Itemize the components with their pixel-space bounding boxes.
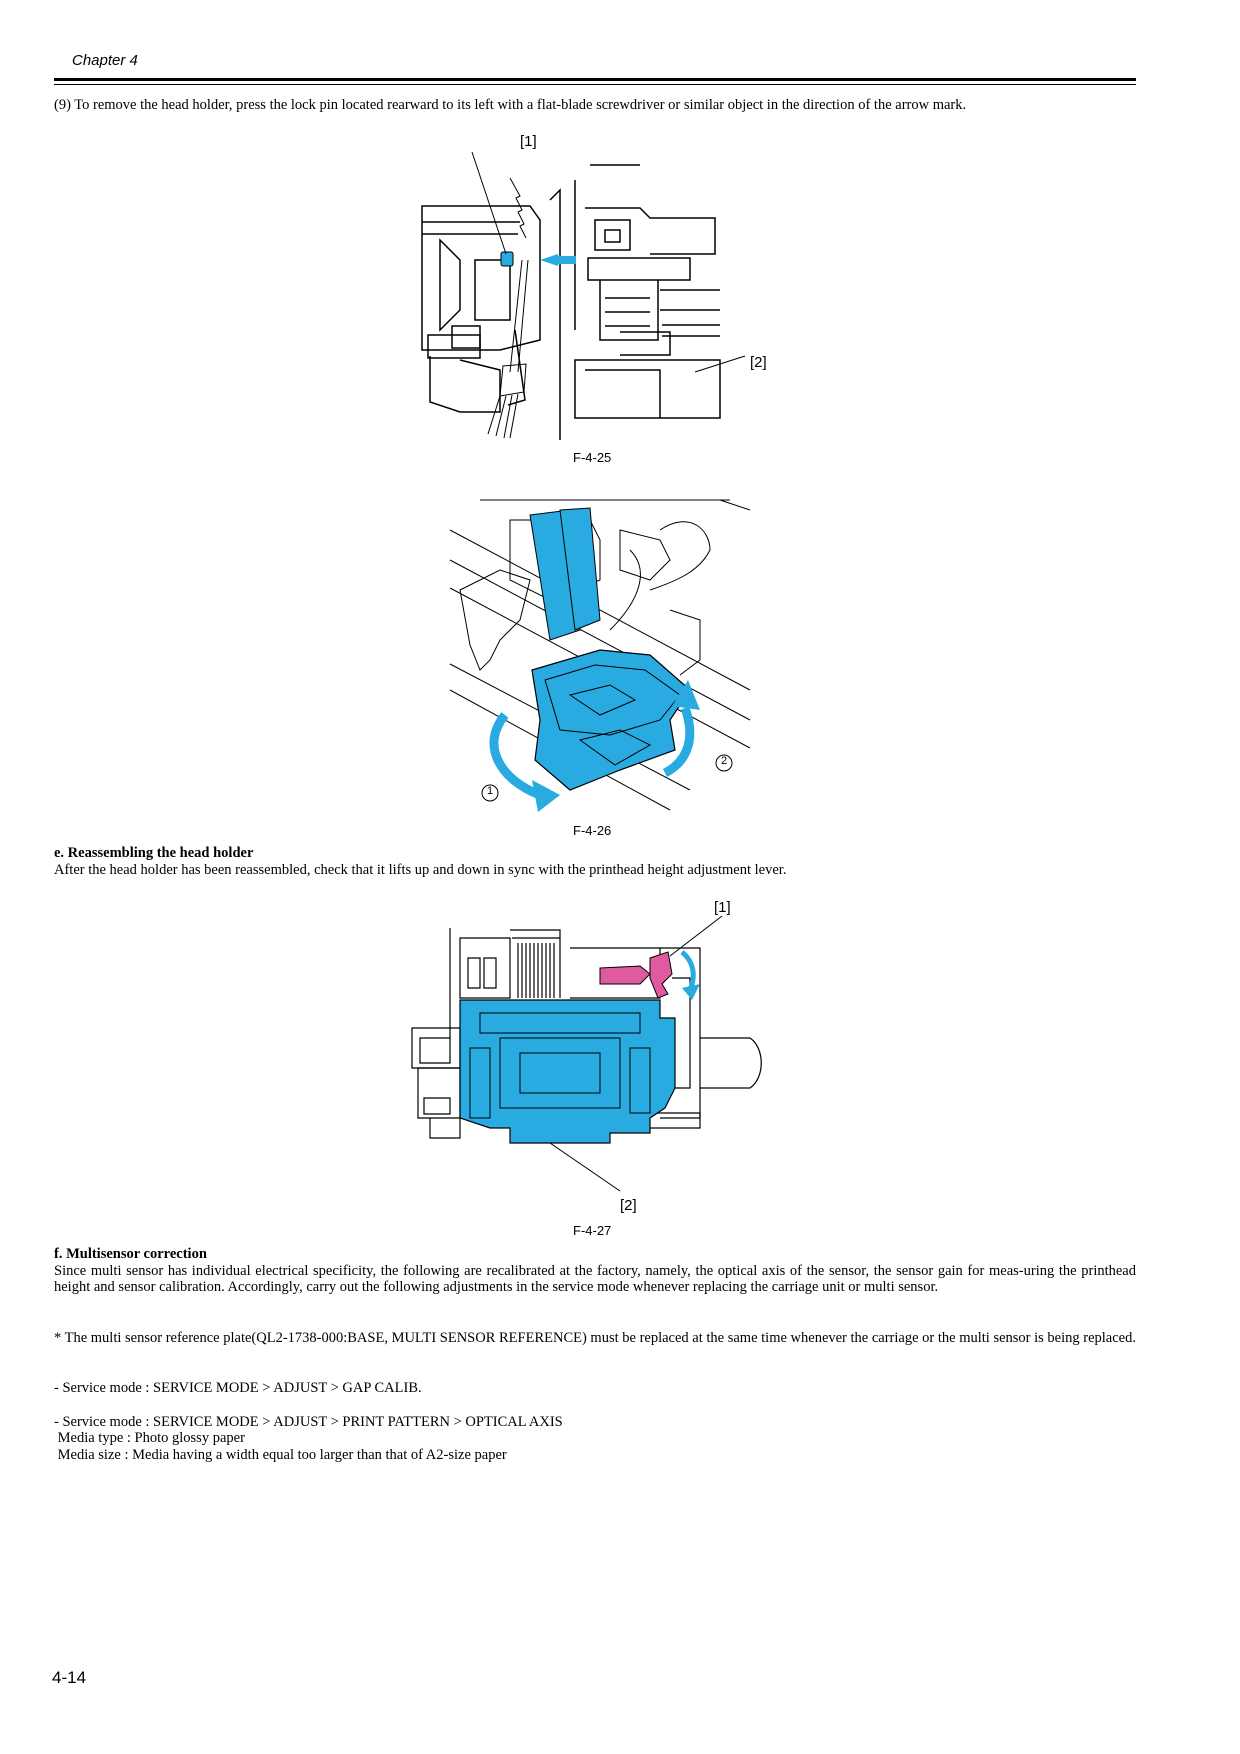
f25-caption: F-4-25 — [573, 450, 612, 465]
section-e-text: After the head holder has been reassembl… — [54, 862, 787, 878]
media-size-line: Media size : Media having a width equal … — [54, 1447, 507, 1463]
figure-f-4-27-illustration — [411, 915, 762, 1192]
f27-caption: F-4-27 — [573, 1223, 612, 1238]
header-rule-thin — [54, 84, 1136, 85]
f26-rotation-marker-2: 2 — [720, 755, 728, 767]
f25-callout-1: [1] — [520, 133, 537, 150]
chapter-header: Chapter 4 — [72, 52, 138, 69]
step-9-text: (9) To remove the head holder, press the… — [54, 97, 967, 113]
service-mode-optical-axis: - Service mode : SERVICE MODE > ADJUST >… — [54, 1414, 563, 1430]
figure-f-4-26-illustration — [449, 499, 751, 812]
f25-callout-2: [2] — [750, 354, 767, 371]
section-f-heading: f. Multisensor correction — [54, 1246, 207, 1262]
section-e-heading: e. Reassembling the head holder — [54, 845, 254, 861]
f27-callout-1: [1] — [714, 899, 731, 916]
section-f-paragraph-2: * The multi sensor reference plate(QL2-1… — [54, 1330, 1136, 1346]
section-f-paragraph-1: Since multi sensor has individual electr… — [54, 1263, 1136, 1295]
service-mode-gap-calib: - Service mode : SERVICE MODE > ADJUST >… — [54, 1380, 422, 1396]
f26-rotation-marker-1: 1 — [486, 785, 494, 797]
f26-caption: F-4-26 — [573, 823, 612, 838]
page-number: 4-14 — [52, 1668, 87, 1687]
media-type-line: Media type : Photo glossy paper — [54, 1430, 245, 1446]
figure-f-4-25-illustration — [421, 151, 746, 440]
header-rule-thick — [54, 78, 1136, 81]
f27-callout-2: [2] — [620, 1197, 637, 1214]
